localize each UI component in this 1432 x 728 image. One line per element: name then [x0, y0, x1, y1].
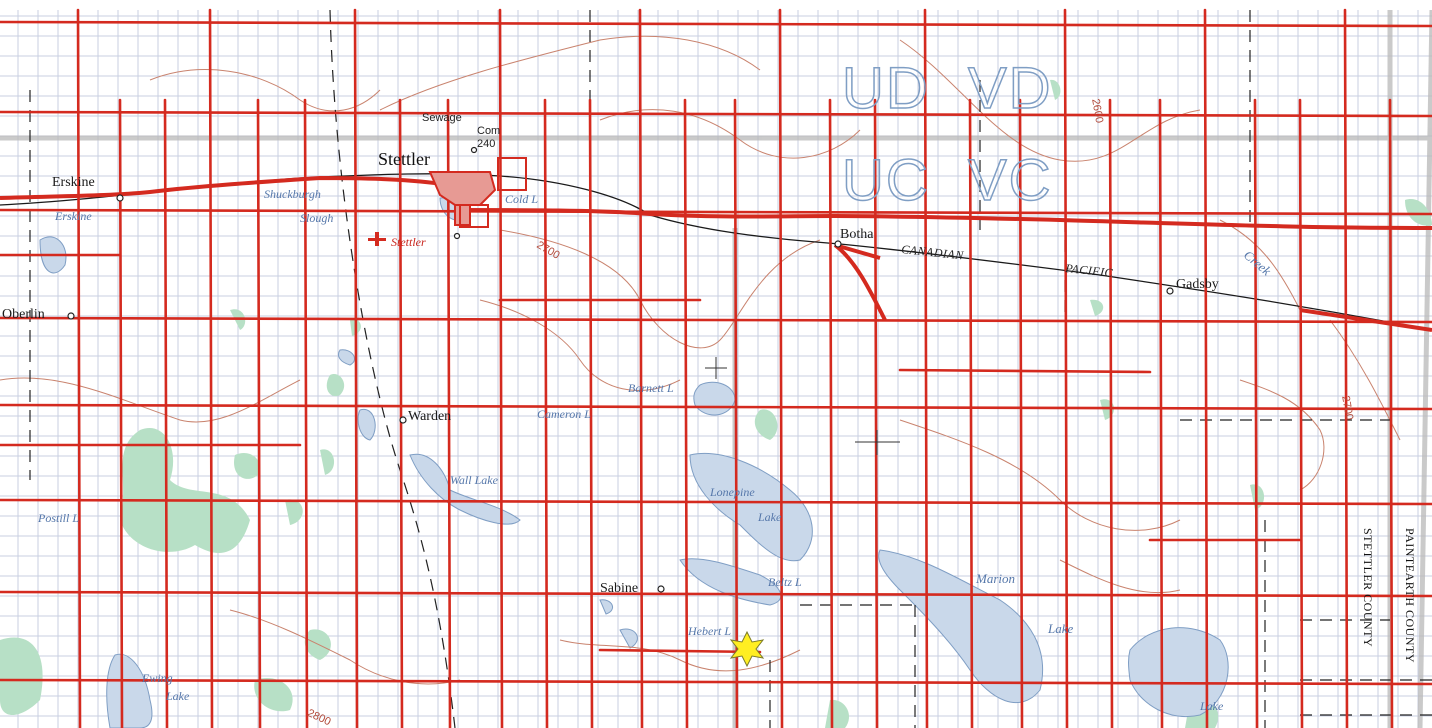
town-circle-icon [453, 232, 461, 240]
stettler-urban-area [428, 157, 527, 228]
road-segment [0, 20, 1432, 28]
road-segment [0, 208, 1432, 216]
road-segment [588, 98, 594, 728]
road-segment [1063, 8, 1069, 728]
town-gadsby[interactable]: Gadsby [1176, 277, 1219, 292]
star-marker-icon[interactable] [729, 630, 765, 668]
county-paintearth: PAINTEARTH COUNTY [1403, 528, 1417, 664]
road-segment [1253, 98, 1259, 728]
boundary-lines [29, 9, 1432, 728]
road-segment [498, 8, 504, 728]
road-segment [76, 8, 82, 728]
town-markers [67, 146, 1174, 593]
highway [0, 175, 1432, 332]
road-segment [638, 8, 644, 728]
water-marion: Marion [976, 571, 1015, 586]
town-erskine[interactable]: Erskine [52, 175, 95, 190]
grid-crosshairs [705, 357, 900, 455]
water-beltz-l: Beltz L [768, 575, 802, 589]
road-segment [778, 8, 784, 728]
road-segment [163, 98, 169, 728]
road-segment [303, 98, 309, 728]
road-segment [733, 98, 739, 728]
airport-icon [368, 232, 386, 246]
road-segment [0, 678, 1432, 686]
road-segment [1018, 98, 1024, 728]
water-erskine: Erskine [55, 209, 92, 223]
water-wall-lake: Wall Lake [450, 473, 498, 487]
grid-zone-uc: UC [841, 148, 930, 213]
water-ewing-lake: Lake [166, 689, 190, 703]
road-segment [683, 98, 689, 728]
water-ewing: Ewing [142, 671, 173, 685]
road-segment [598, 648, 762, 654]
label-stettler-airport: Stettler [391, 235, 426, 249]
water-barnett-l: Barnett L [628, 381, 674, 395]
town-stettler[interactable]: Stettler [378, 149, 430, 169]
road-segment [1388, 98, 1394, 728]
road-network [0, 8, 1432, 728]
town-circle-icon [657, 585, 665, 593]
water-lake-se: Lake [1200, 699, 1224, 713]
road-segment [446, 98, 452, 728]
town-circle-icon [1166, 287, 1174, 295]
town-botha[interactable]: Botha [840, 227, 874, 242]
road-segment [968, 98, 974, 728]
town-warden[interactable]: Warden [408, 409, 452, 424]
town-circle-icon [399, 416, 407, 424]
road-segment [0, 498, 1432, 506]
town-oberlin[interactable]: Oberlin [2, 307, 45, 322]
grid-zone-ud: UD [841, 56, 930, 121]
town-sabine[interactable]: Sabine [600, 581, 639, 596]
label-com-elevation: 240 [477, 138, 496, 150]
road-segment [0, 590, 1432, 598]
grid-zone-vc: VC [967, 148, 1053, 213]
road-segment [1343, 8, 1349, 728]
town-circle-icon [67, 312, 75, 320]
road-segment [1298, 98, 1304, 728]
town-circle-icon [470, 146, 478, 154]
water-slough: Slough [300, 211, 334, 225]
road-segment [898, 368, 1152, 374]
water-hebert-l: Hebert L [688, 624, 731, 638]
grid-zone-vd: VD [967, 56, 1053, 121]
road-segment [353, 8, 359, 728]
town-circle-icon [834, 240, 842, 248]
road-segment [208, 8, 214, 728]
road-segment [118, 98, 124, 728]
road-segment [873, 98, 879, 728]
road-segment [256, 98, 262, 728]
water-postill-l: Postill L [38, 511, 80, 525]
county-stettler: STETTLER COUNTY [1361, 528, 1375, 648]
label-sewage: Sewage [422, 112, 462, 124]
road-segment [0, 403, 1432, 411]
road-segment [1158, 98, 1164, 728]
road-segment [0, 316, 1432, 324]
water-cameron-l: Cameron L [537, 407, 591, 421]
road-segment [1108, 98, 1114, 728]
water-shuckburgh: Shuckburgh [264, 187, 321, 201]
town-circle-icon [116, 194, 124, 202]
label-com: Com [477, 125, 501, 137]
road-segment [543, 98, 549, 728]
road-segment [0, 110, 1432, 118]
canadian-pacific-railway [0, 173, 1432, 331]
road-segment [398, 98, 404, 728]
water-marion-lake: Lake [1048, 621, 1074, 636]
road-segment [828, 98, 834, 728]
water-cold-l: Cold L [505, 192, 539, 206]
water-lonepine: Lonepine [710, 485, 755, 499]
water-lonepine-lake: Lake [758, 510, 782, 524]
road-segment [1203, 8, 1209, 728]
